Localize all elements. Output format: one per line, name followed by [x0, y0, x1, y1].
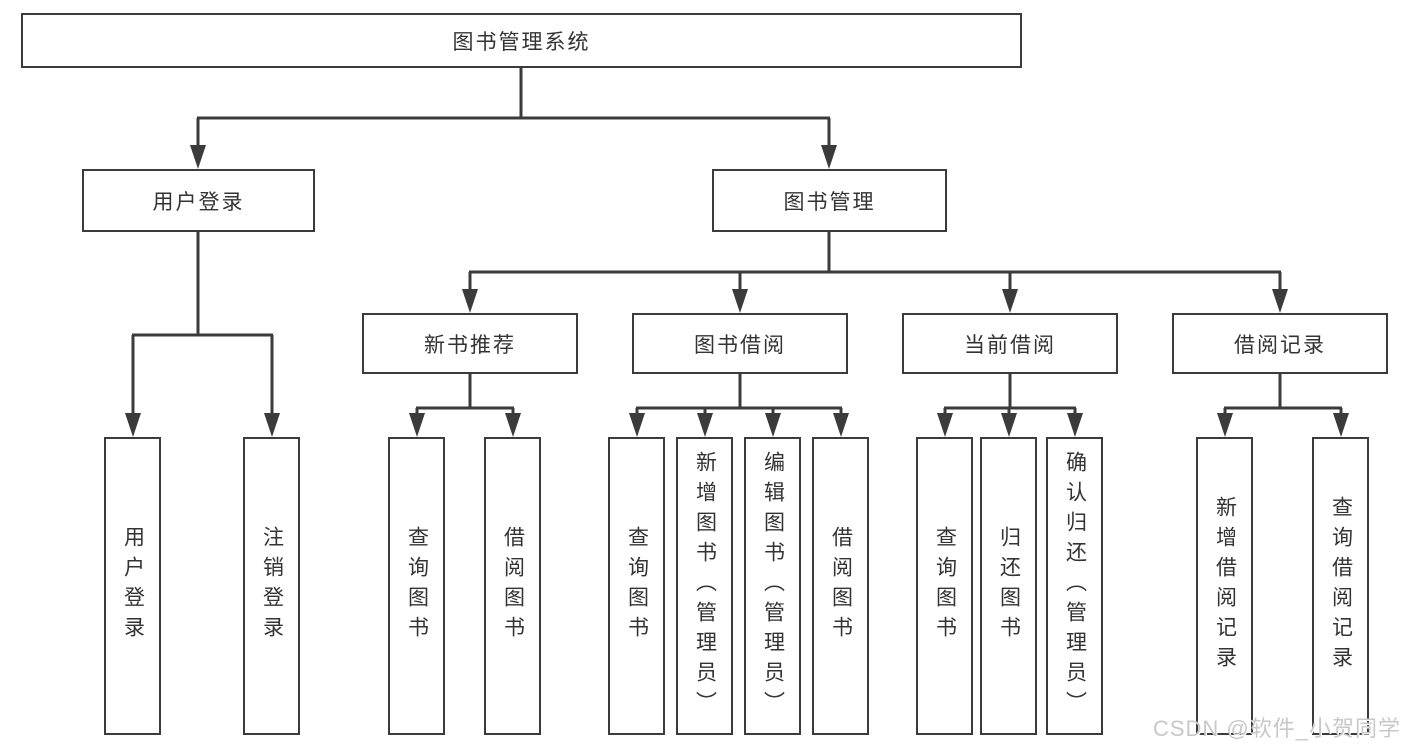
- node-label: 新书推荐: [424, 333, 516, 357]
- node-user-login: 用户登录: [82, 169, 315, 232]
- leaf-confirm-return-admin: 确认归还（管理员）: [1046, 437, 1103, 735]
- leaf-return-book: 归还图书: [980, 437, 1037, 735]
- node-book-borrow: 图书借阅: [632, 313, 848, 374]
- node-current-borrow: 当前借阅: [902, 313, 1118, 374]
- leaf-query-book-2: 查询图书: [608, 437, 665, 735]
- leaf-label: 用户登录: [121, 526, 145, 646]
- leaf-query-borrow-record: 查询借阅记录: [1312, 437, 1369, 735]
- leaf-label: 新增图书（管理员）: [693, 451, 717, 721]
- node-label: 当前借阅: [964, 333, 1056, 357]
- node-new-book-recommend: 新书推荐: [362, 313, 578, 374]
- leaf-add-book-admin: 新增图书（管理员）: [676, 437, 733, 735]
- leaf-label: 查询图书: [933, 526, 957, 646]
- leaf-label: 查询图书: [405, 526, 429, 646]
- node-borrow-record: 借阅记录: [1172, 313, 1388, 374]
- leaf-add-borrow-record: 新增借阅记录: [1196, 437, 1253, 735]
- leaf-edit-book-admin: 编辑图书（管理员）: [744, 437, 801, 735]
- leaf-logout: 注销登录: [243, 437, 300, 735]
- leaf-label: 借阅图书: [501, 526, 525, 646]
- leaf-label: 注销登录: [260, 526, 284, 646]
- node-label: 图书借阅: [694, 333, 786, 357]
- leaf-borrow-book-1: 借阅图书: [484, 437, 541, 735]
- node-root-label: 图书管理系统: [452, 30, 591, 54]
- leaf-label: 确认归还（管理员）: [1063, 451, 1087, 721]
- leaf-query-book-3: 查询图书: [916, 437, 973, 735]
- leaf-borrow-book-2: 借阅图书: [812, 437, 869, 735]
- node-root-system: 图书管理系统: [21, 13, 1022, 68]
- leaf-label: 编辑图书（管理员）: [761, 451, 785, 721]
- leaf-label: 借阅图书: [829, 526, 853, 646]
- node-book-management: 图书管理: [712, 169, 947, 232]
- csdn-watermark: CSDN @软件_小贺同学: [1152, 716, 1401, 741]
- leaf-label: 新增借阅记录: [1213, 496, 1237, 676]
- leaf-label: 查询借阅记录: [1329, 496, 1353, 676]
- node-label: 图书管理: [783, 190, 876, 214]
- leaf-user-login: 用户登录: [104, 437, 161, 735]
- node-label: 用户登录: [152, 190, 245, 214]
- leaf-query-book-1: 查询图书: [388, 437, 445, 735]
- leaf-label: 归还图书: [997, 526, 1021, 646]
- node-label: 借阅记录: [1234, 333, 1326, 357]
- leaf-label: 查询图书: [625, 526, 649, 646]
